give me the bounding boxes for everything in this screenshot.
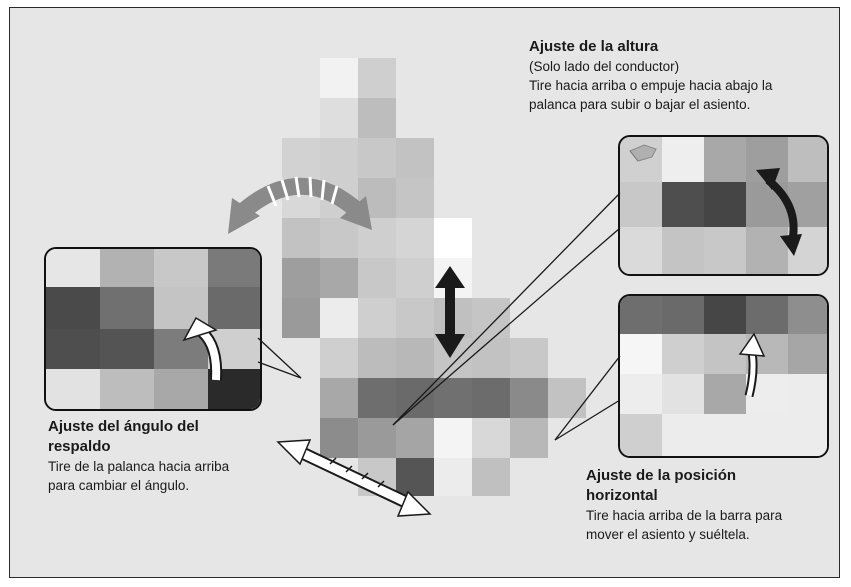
recline-lever-inset <box>44 247 262 411</box>
seat-slide-arrow-icon <box>276 439 432 517</box>
seat-adjustment-figure: Ajuste de la altura (Solo lado del condu… <box>9 7 840 578</box>
height-adjust-line2: palanca para subir o bajar el asiento. <box>529 97 751 112</box>
horizontal-adjust-caption: Ajuste de la posición horizontal Tire ha… <box>586 466 836 544</box>
horizontal-bar-arrow-icon <box>738 332 766 398</box>
horizontal-adjust-line1: Tire hacia arriba de la barra para <box>586 508 783 523</box>
lever-handle-icon <box>629 144 657 162</box>
height-lever-arrow-icon <box>756 168 802 256</box>
height-adjust-caption: Ajuste de la altura (Solo lado del condu… <box>529 37 837 114</box>
seat-height-arrow-icon <box>435 266 465 358</box>
backrest-recline-arrow-icon <box>228 176 372 234</box>
height-adjust-line1: Tire hacia arriba o empuje hacia abajo l… <box>529 78 773 93</box>
horizontal-adjust-line2: mover el asiento y suéltela. <box>586 527 750 542</box>
callout-lines <box>257 192 621 441</box>
recline-adjust-title-line2: respaldo <box>48 438 111 455</box>
recline-adjust-title-line1: Ajuste del ángulo del <box>48 418 199 435</box>
horizontal-bar-inset <box>618 294 829 458</box>
horizontal-adjust-title-line1: Ajuste de la posición <box>586 467 737 484</box>
horizontal-adjust-title-line2: horizontal <box>586 487 658 504</box>
arrows-and-callouts <box>182 168 802 517</box>
recline-lever-arrow-icon <box>182 316 223 381</box>
height-adjust-note: (Solo lado del conductor) <box>529 59 680 74</box>
height-adjust-title: Ajuste de la altura <box>529 38 659 55</box>
recline-adjust-caption: Ajuste del ángulo del respaldo Tire de l… <box>48 417 288 495</box>
recline-adjust-line2: para cambiar el ángulo. <box>48 478 190 493</box>
recline-adjust-line1: Tire de la palanca hacia arriba <box>48 459 230 474</box>
